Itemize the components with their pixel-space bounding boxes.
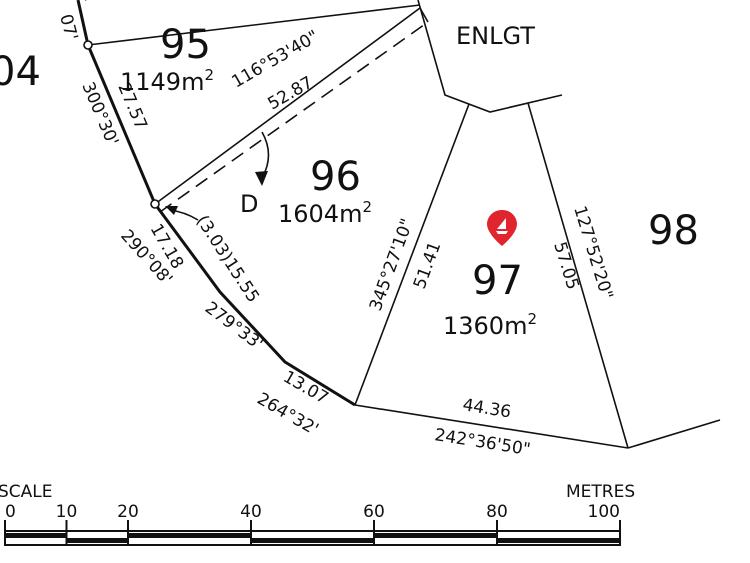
lot-95-area: 1149m2: [120, 66, 214, 96]
bottom-distance: 44.36: [461, 395, 512, 422]
arc-chord-distance: (3.03)15.55: [192, 212, 263, 307]
lot-boundaries: [76, 0, 721, 449]
scale-segment: [66, 538, 128, 543]
easement-line: [159, 21, 429, 213]
lot97-left-bearing: 345°27'10": [366, 216, 418, 314]
easement-pointer-arrowhead: [255, 171, 268, 186]
scale-segment: [5, 533, 67, 538]
location-pin-icon[interactable]: [487, 210, 517, 246]
lot-96-number: 96: [310, 154, 361, 200]
lot-labels: 04 07' 95 1149m2 96 1604m2 D 97 1360m2 9…: [0, 12, 699, 340]
survey-peg-upper: [83, 40, 93, 50]
scale-bar: SCALE METRES 0 10 20 40 60 80 100: [0, 482, 635, 546]
lot95-top-boundary: [87, 4, 421, 46]
lot97-98-boundary: [527, 102, 629, 449]
partial-top-label: 07': [55, 12, 81, 43]
easement-label: D: [240, 190, 258, 218]
scale-segments: [4, 520, 621, 546]
scale-tick-label: 40: [240, 502, 262, 522]
scale-segment: [497, 538, 620, 543]
scale-segment: [251, 538, 374, 543]
scale-tick-label: 20: [117, 502, 139, 522]
arc-pointer-arrowhead: [165, 206, 178, 215]
scale-segment: [128, 533, 251, 538]
enlgt-label: ENLGT: [456, 22, 535, 50]
lot-97-area: 1360m2: [443, 310, 537, 340]
lot98-bottom-boundary: [627, 419, 721, 449]
lot-94-partial-number: 04: [0, 49, 41, 95]
survey-peg-lower: [150, 199, 160, 209]
lot97-right-distance: 57.05: [549, 240, 582, 292]
scale-tick-label: 60: [363, 502, 385, 522]
scale-segment: [374, 533, 497, 538]
scale-tick-label: 100: [588, 502, 620, 522]
lot-97-number: 97: [472, 258, 523, 304]
scale-tick-label: 10: [56, 502, 78, 522]
lot-95-number: 95: [160, 22, 211, 68]
lot-96-area: 1604m2: [278, 198, 372, 228]
scale-title: SCALE: [0, 482, 53, 502]
easement-end-tick: [419, 7, 429, 23]
enlgt-boundary: [417, 0, 563, 113]
scale-unit: METRES: [566, 482, 635, 502]
lot97-bottom-boundary: [354, 404, 629, 449]
scale-tick-label: 0: [5, 502, 16, 522]
lot95-96-boundary: [154, 7, 421, 205]
lot-98-number: 98: [648, 208, 699, 254]
scale-tick-labels: 0 10 20 40 60 80 100: [5, 502, 620, 522]
lot96-97-boundary: [354, 103, 470, 406]
western-road-boundary: [76, 0, 356, 407]
lot95-top-distance: 52.87: [265, 73, 317, 115]
scale-tick-label: 80: [486, 502, 508, 522]
